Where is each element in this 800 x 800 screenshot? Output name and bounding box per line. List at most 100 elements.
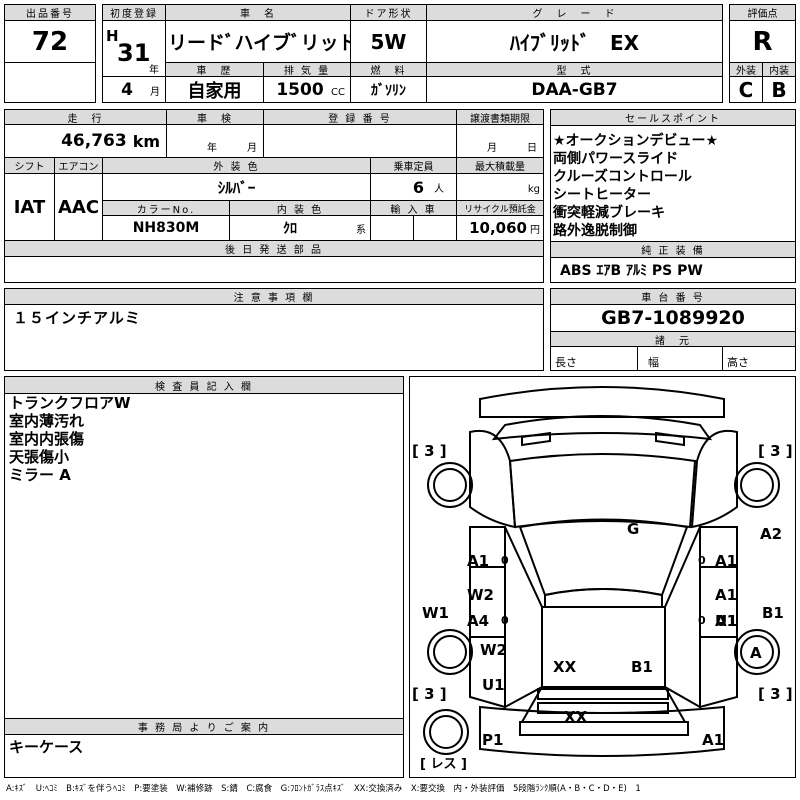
chassis-number: GB7-1089920 — [550, 304, 796, 332]
km-unit: km — [132, 131, 160, 151]
interior-color: ｸﾛ — [283, 221, 297, 237]
sales-point-5: 衝突軽減ブレーキ — [553, 205, 665, 221]
transfer-month-unit: 月 — [487, 143, 497, 154]
displacement-label: 排 気 量 — [263, 62, 351, 77]
damage-left-front-door: A1 — [467, 552, 490, 570]
exterior-grade-label: 外装 — [729, 62, 763, 77]
inspection-label: 車 検 — [166, 109, 264, 125]
corner-mark-front-left: [ 3 ] — [412, 442, 447, 460]
load-unit: kg — [527, 184, 540, 195]
transfer-deadline-label: 譲渡書類期限 — [456, 109, 544, 125]
car-name-label: 車 名 — [165, 4, 351, 21]
first-registration-cell: H 31 年 — [102, 20, 166, 77]
seats: 6 — [412, 177, 425, 197]
equipment-label: 純 正 装 備 — [550, 241, 796, 258]
sales-point-2: 両側パワースライド — [553, 151, 679, 167]
office-info: キーケース — [4, 734, 404, 778]
exterior-grade: C — [729, 76, 763, 103]
inspector-notes-label: 検 査 員 記 入 欄 — [4, 376, 404, 394]
inspector-note-5: ミラー A — [9, 466, 71, 484]
year-unit: 年 — [149, 65, 159, 76]
inspector-note-3: 室内内張傷 — [9, 430, 85, 448]
later-parts — [4, 256, 544, 283]
fuel-label: 燃 料 — [350, 62, 427, 77]
damage-legend: A:ｷｽﾞ U:ﾍｺﾐ B:ｷｽﾞを伴うﾍｺﾐ P:要塗装 W:補修跡 S:錆 … — [6, 784, 641, 794]
interior-color-label: 内 装 色 — [229, 200, 371, 216]
mark-right-front: 0 — [698, 554, 706, 567]
spec-height-label: 高さ — [727, 355, 749, 369]
damage-left-rear-quarter: U1 — [482, 676, 505, 694]
damage-rear-bumper-right: A1 — [702, 731, 725, 749]
spec-width-label: 幅 — [648, 355, 659, 369]
registration-month: 4 — [121, 79, 133, 100]
mark-left-rear: 0 — [501, 614, 509, 627]
fuel: ｶﾞｿﾘﾝ — [350, 76, 427, 103]
aircon-label: エアコン — [54, 157, 103, 174]
damage-right-rear-wheel: A — [750, 644, 762, 662]
mileage: 46,763 — [61, 131, 127, 151]
shift-label: シフト — [4, 157, 55, 174]
score-label: 評価点 — [729, 4, 796, 21]
notes-text: １５インチアルミ — [13, 309, 141, 327]
corner-mark-rear-left: [ 3 ] — [412, 685, 447, 703]
damage-right-slide-door-dent: U1 — [715, 612, 738, 630]
first-registration-label: 初度登録 — [102, 4, 166, 21]
sales-point-3: クルーズコントロール — [553, 169, 692, 185]
recycle-deposit-label: リサイクル預託金 — [456, 200, 544, 216]
model-code: DAA-GB7 — [426, 76, 723, 103]
sales-point-6: 路外逸脱制御 — [553, 223, 637, 239]
import-car-right — [413, 215, 457, 241]
exterior-color-label: 外 装 色 — [102, 157, 371, 174]
door-type: 5W — [350, 20, 427, 63]
mileage-label: 走 行 — [4, 109, 167, 125]
inspector-note-2: 室内薄汚れ — [9, 412, 85, 430]
import-car-label: 輸 入 車 — [370, 200, 457, 216]
notes-label: 注 意 事 項 欄 — [4, 288, 544, 305]
condition-diagram: [ 3 ] [ 3 ] [ 3 ] [ 3 ] G A2 A1 A1 A1 W2… — [409, 376, 796, 778]
door-type-label: ドア形状 — [350, 4, 427, 21]
registration-number — [263, 124, 457, 158]
damage-right-front-door: A1 — [715, 552, 738, 570]
later-parts-label: 後 日 発 送 部 品 — [4, 240, 544, 257]
interior-color-cell: ｸﾛ 系 — [229, 215, 371, 241]
sales-points-box: ★オークションデビュー★ 両側パワースライド クルーズコントロール シートヒータ… — [550, 125, 796, 242]
exterior-color: ｼﾙﾊﾞｰ — [102, 173, 371, 201]
color-number-label: カラーNo. — [102, 200, 230, 216]
aircon: AAC — [54, 173, 103, 241]
recycle-deposit: 10,060 — [469, 219, 527, 237]
damage-rear-window-right: B1 — [631, 658, 653, 676]
damage-tailgate: XX — [564, 708, 588, 726]
notes: １５インチアルミ — [4, 304, 544, 371]
inspection-year-unit: 年 — [207, 143, 217, 154]
inspector-note-4: 天張傷小 — [9, 448, 70, 466]
max-load-label: 最大積載量 — [456, 157, 544, 174]
sales-points-label: セールスポイント — [550, 109, 796, 126]
spec-width: 幅 — [637, 346, 723, 371]
era-code: H — [106, 27, 119, 45]
interior-grade: B — [762, 76, 796, 103]
spec-length-label: 長さ — [555, 355, 577, 369]
registration-month-cell: 4 月 — [102, 76, 166, 103]
month-unit: 月 — [150, 87, 160, 98]
damage-right-slide-door-upper: A1 — [715, 586, 738, 604]
damage-right-front-fender: A2 — [760, 525, 783, 543]
corner-mark-rear-right: [ 3 ] — [758, 685, 793, 703]
damage-left-sill: W1 — [422, 604, 449, 622]
spec-length: 長さ — [550, 346, 638, 371]
interior-grade-label: 内装 — [762, 62, 796, 77]
damage-right-slide-door-lower: A1 — [715, 612, 738, 630]
history-label: 車 歴 — [165, 62, 264, 77]
car-outline — [423, 386, 780, 757]
import-car-left — [370, 215, 414, 241]
cc-unit: CC — [331, 87, 345, 98]
damage-rear-bumper-left: P1 — [482, 731, 504, 749]
seats-cell: 6 人 — [370, 173, 457, 201]
transfer-deadline-cell: 月 日 — [456, 124, 544, 158]
model-label: 型 式 — [426, 62, 723, 77]
history: 自家用 — [165, 76, 264, 103]
registration-number-label: 登 録 番 号 — [263, 109, 457, 125]
damage-left-slide-door-lower: A4 — [467, 612, 490, 630]
corner-mark-front-right: [ 3 ] — [758, 442, 793, 460]
recycle-deposit-cell: 10,060 円 — [456, 215, 544, 241]
car-name: フリードﾞハイブﾞリッドﾞ — [165, 20, 351, 63]
